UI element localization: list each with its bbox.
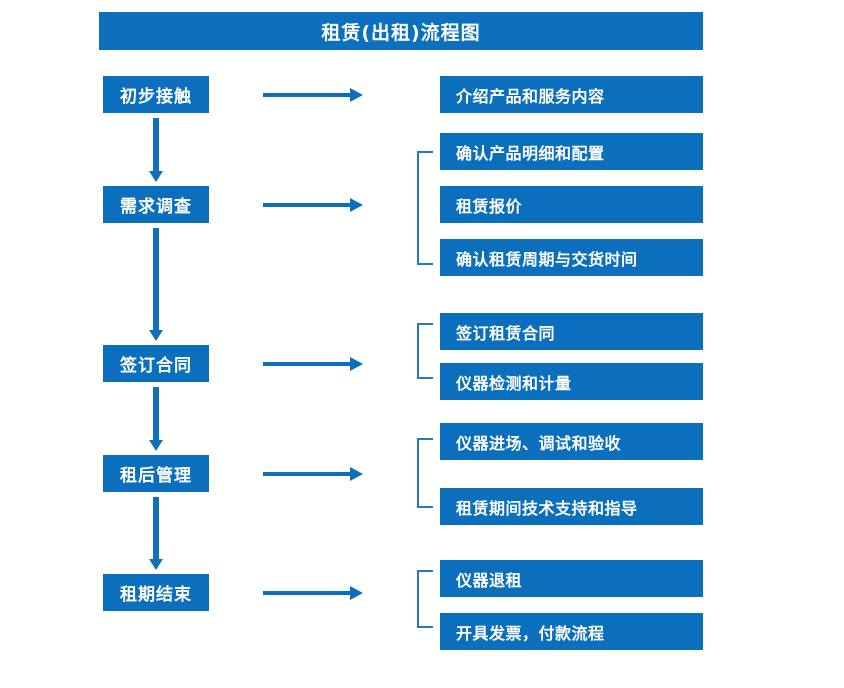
detail-box-6[interactable]: 仪器检测和计量	[440, 363, 703, 400]
vertical-arrow-4	[149, 497, 163, 570]
detail-box-8[interactable]: 租赁期间技术支持和指导	[440, 488, 703, 525]
detail-box-2[interactable]: 确认产品明细和配置	[440, 133, 703, 170]
vertical-arrow-3	[149, 387, 163, 451]
detail-box-4[interactable]: 确认租赁周期与交货时间	[440, 239, 703, 276]
horizontal-arrow-4	[263, 467, 363, 481]
detail-box-5[interactable]: 签订租赁合同	[440, 313, 703, 350]
vertical-arrow-1	[149, 118, 163, 182]
group-bracket-contract	[417, 323, 433, 379]
detail-box-3[interactable]: 租赁报价	[440, 186, 703, 223]
group-bracket-management	[417, 438, 433, 508]
stage-box-1[interactable]: 初步接触	[103, 76, 209, 113]
group-bracket-termination	[417, 570, 433, 628]
horizontal-arrow-3	[263, 357, 363, 371]
stage-box-4[interactable]: 租后管理	[103, 455, 209, 492]
horizontal-arrow-5	[263, 586, 363, 600]
detail-box-1[interactable]: 介绍产品和服务内容	[440, 76, 703, 113]
horizontal-arrow-2	[263, 198, 363, 212]
group-bracket-requirements	[417, 151, 433, 265]
page-title: 租赁(出租)流程图	[99, 12, 703, 50]
vertical-arrow-2	[149, 228, 163, 341]
detail-box-7[interactable]: 仪器进场、调试和验收	[440, 423, 703, 460]
detail-box-10[interactable]: 开具发票，付款流程	[440, 613, 703, 650]
stage-box-2[interactable]: 需求调查	[103, 186, 209, 223]
stage-box-3[interactable]: 签订合同	[103, 345, 209, 382]
horizontal-arrow-1	[263, 88, 363, 102]
stage-box-5[interactable]: 租期结束	[103, 574, 209, 611]
detail-box-9[interactable]: 仪器退租	[440, 560, 703, 597]
